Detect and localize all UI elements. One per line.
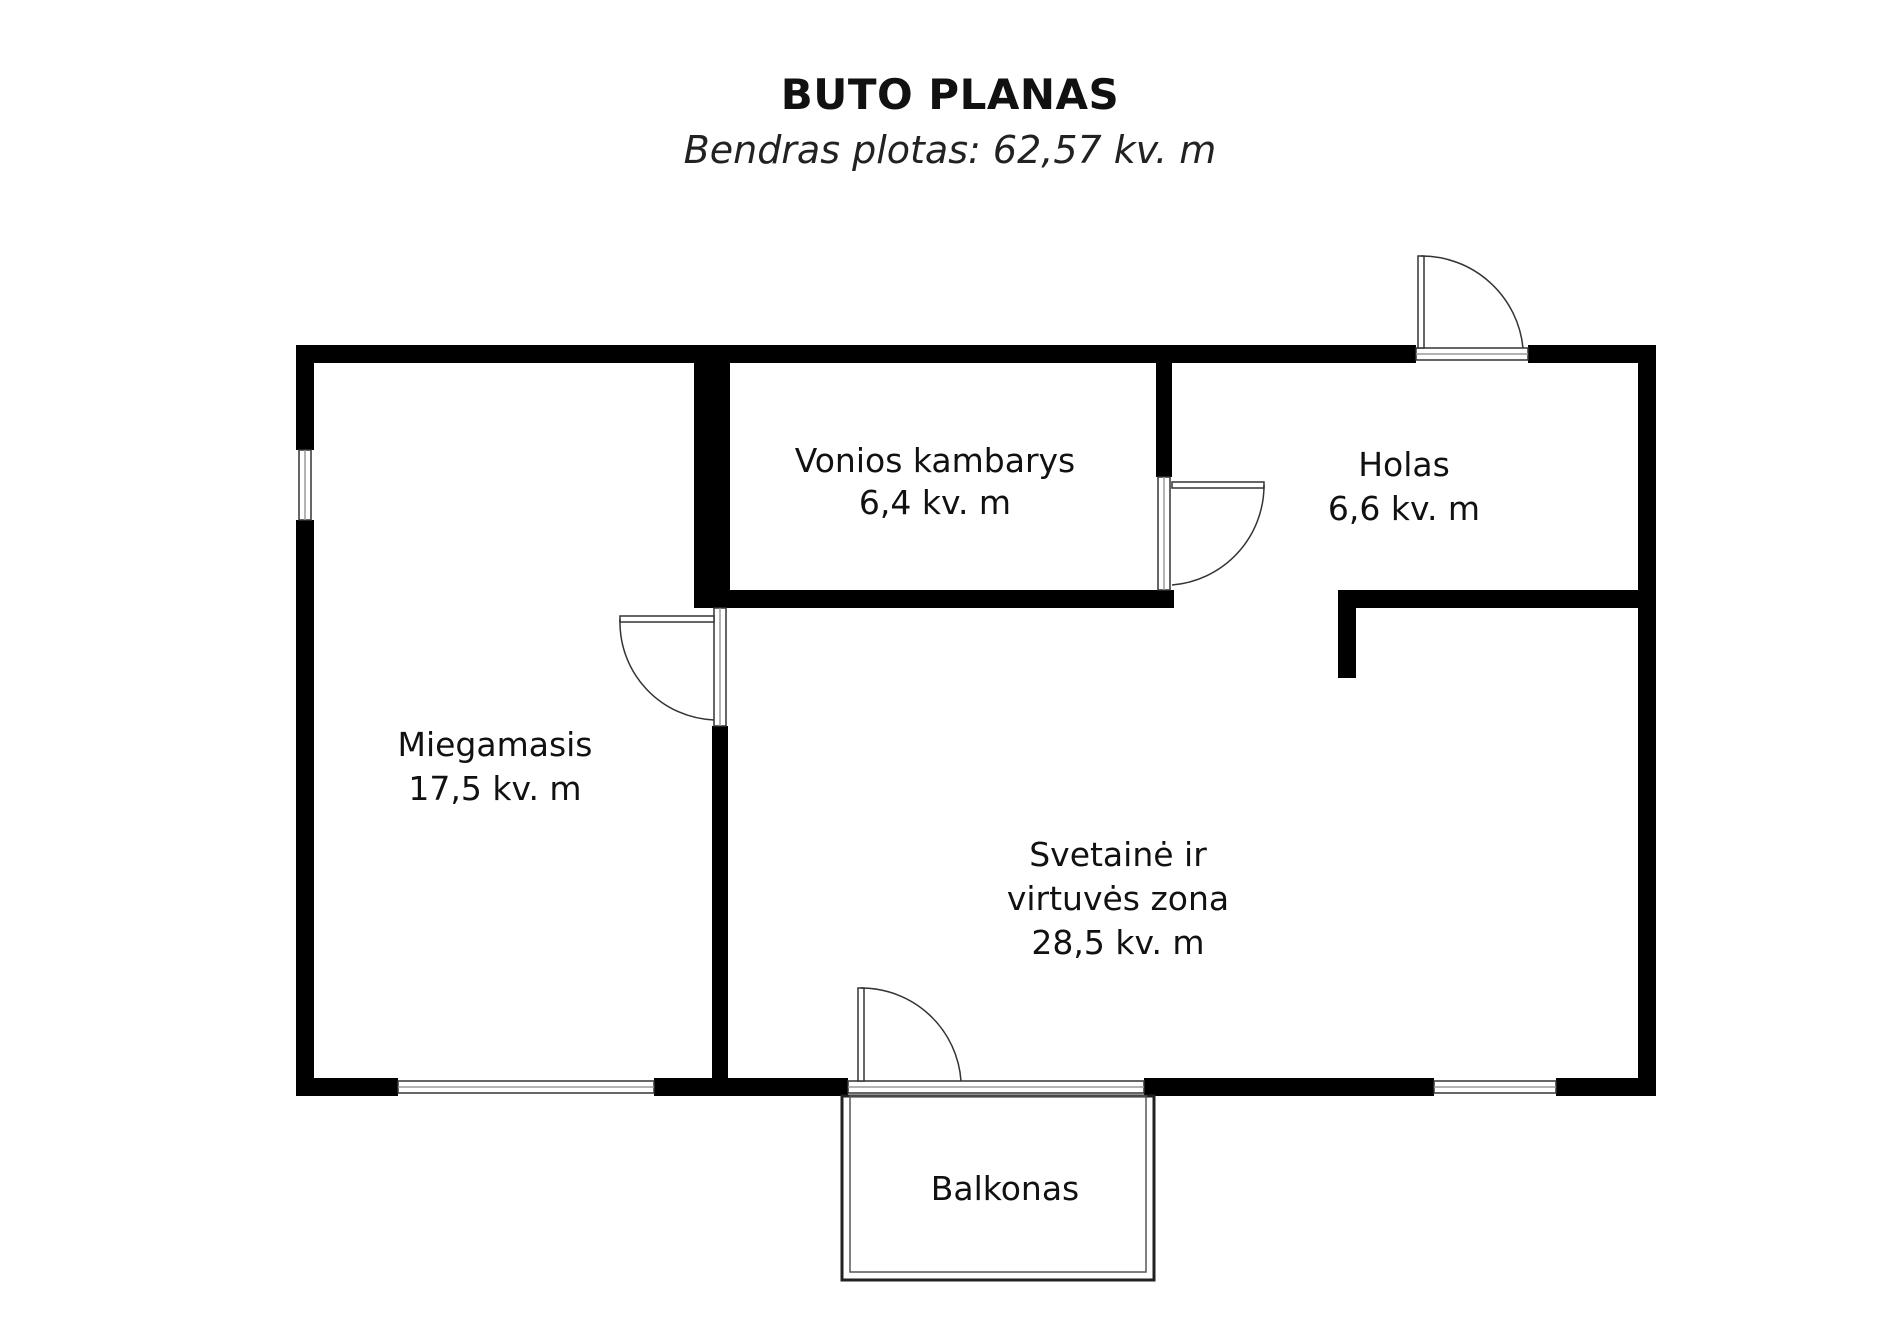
wall-bottom-4	[1556, 1078, 1656, 1096]
wall-bottom-3	[1144, 1078, 1434, 1096]
window-bedroom-bottom	[397, 1080, 655, 1094]
wall-top-left	[296, 345, 1416, 363]
wall-hall-bottom	[1338, 590, 1656, 608]
wall-bottom-1	[296, 1078, 398, 1096]
wall-hall-stub	[1338, 590, 1356, 678]
wall-top-right	[1528, 345, 1656, 363]
balcony-outline	[840, 1094, 1156, 1282]
wall-left-upper	[296, 345, 314, 450]
window-living-bottom	[1433, 1080, 1557, 1094]
room-label-hall-area: 6,6 kv. m	[1328, 489, 1480, 528]
room-label-living-line1: Svetainė ir	[1029, 835, 1207, 874]
doors	[619, 255, 1529, 1094]
room-label-bedroom-area: 17,5 kv. m	[408, 769, 581, 808]
wall-left-lower	[296, 520, 314, 1096]
door-bathroom	[1157, 476, 1265, 591]
wall-bottom-2	[654, 1078, 848, 1096]
room-label-bathroom-area: 6,4 kv. m	[859, 483, 1011, 522]
room-label-balcony-name: Balkonas	[931, 1169, 1079, 1208]
room-label-hall-name: Holas	[1358, 445, 1450, 484]
total-area-subtitle: Bendras plotas: 62,57 kv. m	[683, 128, 1217, 172]
room-labels: Vonios kambarys 6,4 kv. m Holas 6,6 kv. …	[397, 441, 1480, 1208]
room-label-living-line2: virtuvės zona	[1007, 879, 1229, 918]
windows	[298, 449, 1557, 1094]
wall-bathroom-right	[1156, 345, 1172, 477]
walls	[296, 345, 1656, 1096]
room-label-bathroom-name: Vonios kambarys	[795, 441, 1076, 480]
wall-bathroom-left	[694, 345, 730, 607]
window-bedroom-left	[298, 449, 312, 521]
door-balcony	[847, 987, 1145, 1094]
plan-title: BUTO PLANAS	[780, 70, 1120, 119]
room-label-living-area: 28,5 kv. m	[1031, 923, 1204, 962]
wall-bedroom-living	[712, 726, 728, 1078]
door-entrance	[1415, 255, 1529, 361]
wall-bathroom-bottom	[694, 590, 1174, 608]
door-bedroom	[619, 607, 727, 727]
room-label-bedroom-name: Miegamasis	[397, 725, 592, 764]
wall-right	[1638, 345, 1656, 1096]
